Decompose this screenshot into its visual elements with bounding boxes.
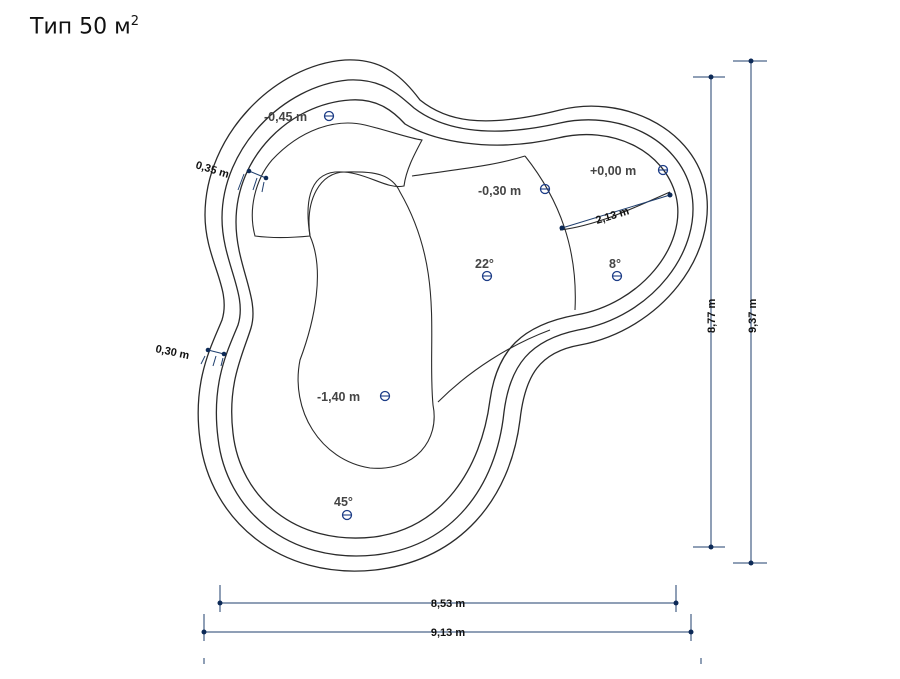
- pond-outer-contour: [197, 59, 708, 572]
- label-d045: -0,45 m: [264, 110, 307, 124]
- dim-rim035-line: [248, 170, 267, 179]
- marker-d045: [323, 110, 335, 122]
- marker-s22: [481, 270, 493, 282]
- deep-zone: [297, 171, 435, 469]
- dim-width-913: [201, 614, 702, 664]
- dim-width-853: [217, 585, 679, 612]
- label-s45: 45°: [334, 495, 353, 509]
- page-title: Тип 50 м2: [30, 14, 139, 39]
- pond-rim-contour: [215, 79, 694, 557]
- dim-height-937-label: 9,37 m: [747, 299, 759, 333]
- title-text: Тип 50 м: [30, 14, 131, 40]
- dim-height-877-label: 8,77 m: [706, 299, 718, 333]
- pond-water-edge: [231, 99, 679, 539]
- marker-s45: [341, 509, 353, 521]
- dim-rim030-line: [207, 349, 225, 355]
- dim-ledge-label: 2,13 m: [594, 205, 630, 227]
- label-d000: +0,00 m: [590, 164, 636, 178]
- zone-divider-1: [411, 155, 526, 177]
- zone-divider-4: [437, 329, 551, 403]
- label-d030: -0,30 m: [478, 184, 521, 198]
- shelf-upper-left: [251, 122, 423, 239]
- label-s22: 22°: [475, 257, 494, 271]
- dim-height-937: [733, 58, 767, 566]
- dim-rim030-label: 0,30 m: [154, 343, 190, 362]
- dim-height-877: [693, 74, 725, 550]
- marker-d140: [379, 390, 391, 402]
- label-s8: 8°: [609, 257, 621, 271]
- zone-divider-2: [524, 155, 576, 311]
- marker-d030: [539, 183, 551, 195]
- label-d140: -1,40 m: [317, 390, 360, 404]
- marker-d000: [657, 164, 669, 176]
- dim-ledge-line: [561, 194, 671, 229]
- dim-width-913-label: 9,13 m: [431, 627, 465, 639]
- dim-width-853-label: 8,53 m: [431, 598, 465, 610]
- marker-s8: [611, 270, 623, 282]
- title-superscript: 2: [130, 14, 139, 29]
- dim-rim035-label: 0,35 m: [194, 159, 230, 181]
- zone-divider-3: [559, 191, 671, 231]
